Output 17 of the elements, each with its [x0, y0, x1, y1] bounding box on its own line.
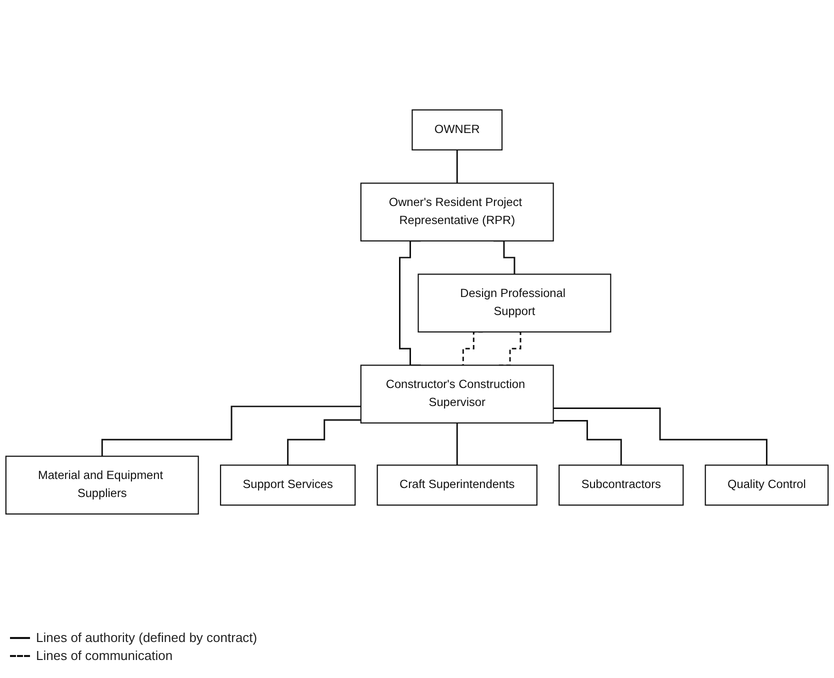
- node-box: Material and Equipment Suppliers: [5, 455, 199, 514]
- connector: [456, 148, 458, 184]
- connector: [101, 405, 361, 457]
- node-box: Support Services: [220, 464, 356, 506]
- connector: [553, 420, 622, 466]
- node-box: Constructor's Construction Supervisor: [360, 364, 554, 424]
- connector: [287, 418, 361, 466]
- node-box: Owner's Resident Project Representative (RPR): [360, 182, 554, 242]
- node-box: Craft Superintendents: [376, 464, 538, 506]
- legend-text: Lines of communication: [36, 648, 173, 663]
- legend-text: Lines of authority (defined by contract): [36, 630, 258, 645]
- node-box: Quality Control: [704, 464, 829, 506]
- connector: [456, 422, 458, 466]
- node-box: Design Professional Support: [418, 273, 612, 332]
- node-box: OWNER: [412, 108, 503, 150]
- node-box: Subcontractors: [558, 464, 684, 506]
- connector: [553, 407, 768, 466]
